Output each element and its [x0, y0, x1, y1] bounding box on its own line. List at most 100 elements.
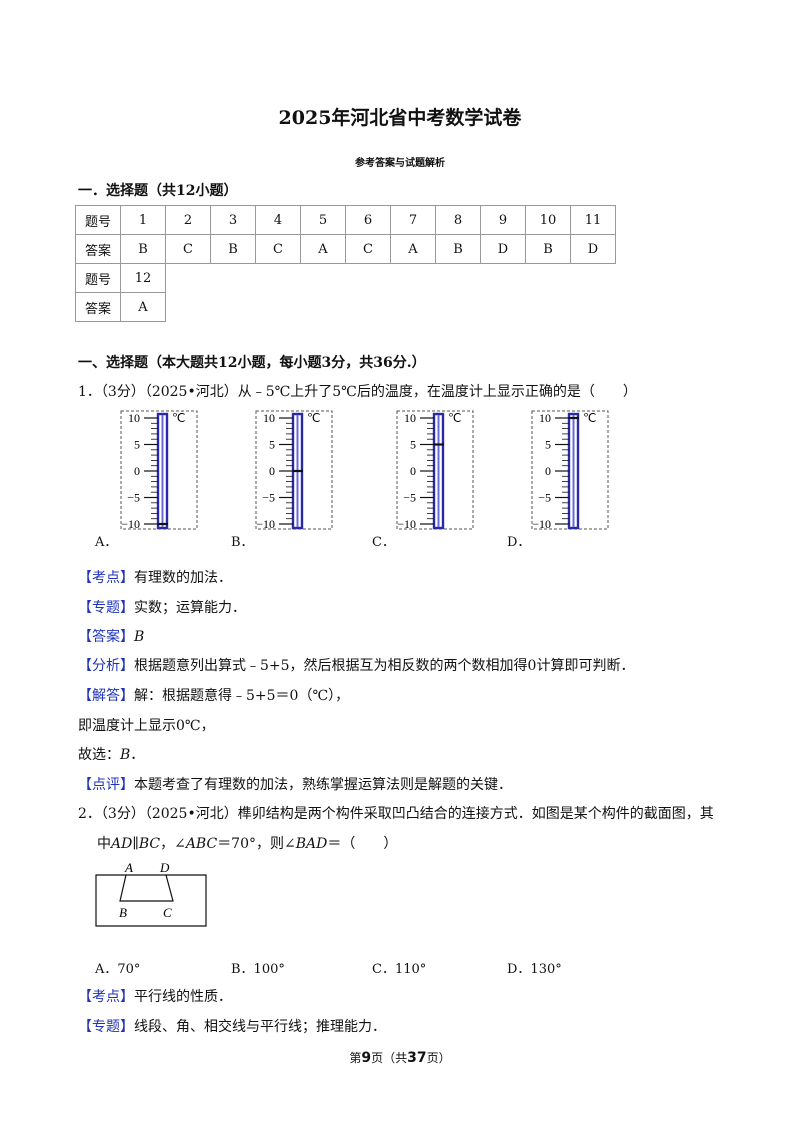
table-cell: D: [480, 234, 526, 264]
table-cell: 答案: [75, 292, 121, 322]
table-cell: C: [345, 234, 391, 264]
thermometer-unit-label: ℃: [583, 411, 596, 425]
table-cell: 1: [120, 205, 166, 235]
table-cell: B: [435, 234, 481, 264]
q1-jieda: 【解答】解：根据题意得﹣5+5＝0（℃），: [78, 685, 349, 705]
thermometer-tick-label: 0: [410, 464, 416, 478]
table-row: 题号 1 2 3 4 5 6 7 8 9 10 11: [75, 205, 616, 235]
footer-page-number: 9: [361, 1050, 372, 1066]
table-cell: A: [300, 234, 346, 264]
parallel-symbol: ∥: [132, 836, 139, 852]
table-cell: C: [165, 234, 211, 264]
table-cell: A: [120, 292, 166, 322]
answer-table: 题号 1 2 3 4 5 6 7 8 9 10 11 答案 B C B C A …: [75, 205, 616, 322]
fenxi-text: 根据题意列出算式﹣5+5，然后根据互为相反数的两个数相加得0计算即可判断．: [134, 658, 635, 674]
stem2-c: ＝（ ）: [327, 836, 398, 852]
q2-option-c: C．110°: [372, 962, 427, 977]
q1-jieda-line2: 即温度计上显示0℃，: [78, 718, 215, 734]
daan-tag: 【答案】: [78, 629, 134, 645]
thermometer-tick-label: −5: [538, 491, 551, 505]
thermometer-unit-label: ℃: [448, 411, 461, 425]
table-cell: 7: [390, 205, 436, 235]
thermometer-tick-label: −10: [256, 517, 275, 531]
q1-stem: 1．（3分）（2025•河北）从﹣5℃上升了5℃后的温度，在温度计上显示正确的是…: [78, 384, 637, 400]
thermometer-tick-label: 0: [134, 464, 140, 478]
q1-jieda-line3: 故选：B．: [78, 744, 144, 764]
table-cell: D: [570, 234, 616, 264]
table-cell: 题号: [75, 263, 121, 293]
q1-dianping: 【点评】本题考查了有理数的加法，熟练掌握运算法则是解题的关键．: [78, 774, 512, 794]
document-subtitle: 参考答案与试题解析: [355, 158, 445, 169]
q1-kaodian: 【考点】有理数的加法．: [78, 567, 232, 587]
thermometer-tick-label: 0: [545, 464, 551, 478]
table-row: 题号 12: [75, 263, 616, 293]
footer-mid: 页（共: [371, 1051, 408, 1065]
seg-bc: BC: [138, 836, 161, 852]
thermometer-tick-label: 5: [410, 438, 416, 452]
table-cell: 3: [210, 205, 256, 235]
dianping-text: 本题考查了有理数的加法，熟练掌握运算法则是解题的关键．: [134, 777, 512, 793]
jieda3-prefix: 故选：: [78, 747, 120, 763]
thermometer-tick-label: 10: [539, 411, 551, 425]
kaodian-tag: 【考点】: [78, 989, 134, 1005]
q1-daan: 【答案】B: [78, 626, 144, 646]
zhuanti-text: 实数；运算能力．: [134, 600, 246, 616]
thermometer-tick-label: 10: [263, 411, 275, 425]
stem2-b: ＝70°，则∠: [217, 836, 296, 852]
q2-option-a: A．70°: [95, 962, 141, 977]
table-cell: 6: [345, 205, 391, 235]
table-cell: 11: [570, 205, 616, 235]
thermometer-tick-label: −10: [397, 517, 416, 531]
point-label-c: C: [163, 905, 172, 920]
q2-zhuanti: 【专题】线段、角、相交线与平行线；推理能力．: [78, 1016, 386, 1036]
q2-stem: 2．（3分）（2025•河北）榫卯结构是两个构件采取凹凸结合的连接方式．如图是某…: [78, 806, 714, 822]
table-cell: 2: [165, 205, 211, 235]
thermometer-tick-label: −5: [403, 491, 416, 505]
q1-fenxi: 【分析】根据题意列出算式﹣5+5，然后根据互为相反数的两个数相加得0计算即可判断…: [78, 655, 634, 675]
thermometer-tick-label: 10: [128, 411, 140, 425]
kaodian-text: 有理数的加法．: [134, 570, 232, 586]
thermometer-tick-label: 0: [269, 464, 275, 478]
q1-option-b: B．: [231, 535, 254, 550]
thermometer-unit-label: ℃: [172, 411, 185, 425]
table-cell: 12: [120, 263, 166, 293]
point-label-d: D: [159, 860, 170, 875]
table-cell: 8: [435, 205, 481, 235]
table-cell: 题号: [75, 205, 121, 235]
dianping-tag: 【点评】: [78, 777, 134, 793]
jieda3-suffix: ．: [130, 747, 145, 763]
zhuanti-tag: 【专题】: [78, 600, 134, 616]
table-row: 答案 A: [75, 292, 616, 322]
jieda-text: 解：根据题意得﹣5+5＝0（℃），: [134, 688, 350, 704]
kaodian-text: 平行线的性质．: [134, 989, 232, 1005]
daan-text: B: [134, 629, 145, 645]
thermometer-tick-label: −5: [127, 491, 140, 505]
document-title: 2025年河北省中考数学试卷: [278, 107, 522, 129]
footer-post: 页）: [426, 1051, 451, 1065]
kaodian-tag: 【考点】: [78, 570, 134, 586]
seg-ad: AD: [111, 836, 133, 852]
footer-total-pages: 37: [407, 1050, 427, 1066]
footer-pre: 第: [349, 1051, 362, 1065]
point-label-a: A: [124, 860, 133, 875]
table-cell: B: [120, 234, 166, 264]
table-cell: C: [255, 234, 301, 264]
page-footer: 第9页（共37页）: [0, 1049, 800, 1066]
stem2-a: 中: [97, 836, 111, 852]
fenxi-tag: 【分析】: [78, 658, 134, 674]
table-cell: B: [525, 234, 571, 264]
table-cell: 9: [480, 205, 526, 235]
thermometer-tick-label: 5: [269, 438, 275, 452]
table-cell: B: [210, 234, 256, 264]
q2-stem-line2: 中AD∥BC，∠ABC＝70°，则∠BAD＝（ ）: [97, 833, 397, 853]
q2-option-d: D．130°: [507, 962, 562, 977]
zhuanti-tag: 【专题】: [78, 1019, 134, 1035]
q1-zhuanti: 【专题】实数；运算能力．: [78, 597, 246, 617]
thermometer-tick-label: −10: [121, 517, 140, 531]
thermometer-tick-label: 10: [404, 411, 416, 425]
jieda-tag: 【解答】: [78, 688, 134, 704]
table-cell: 10: [525, 205, 571, 235]
thermometer-unit-label: ℃: [307, 411, 320, 425]
thermometer-tick-label: −10: [532, 517, 551, 531]
